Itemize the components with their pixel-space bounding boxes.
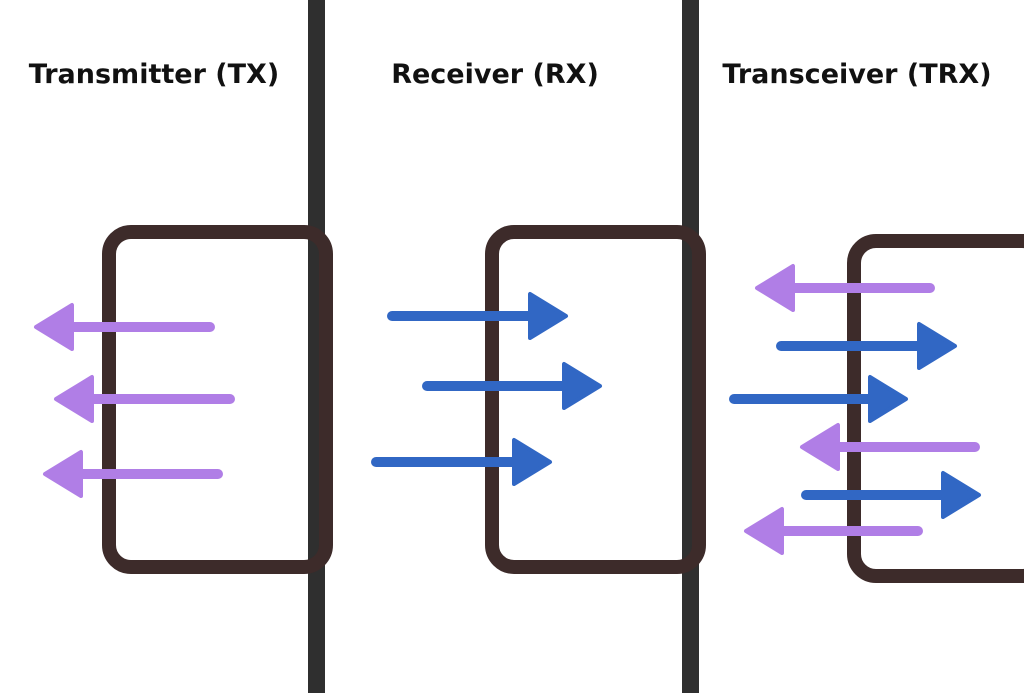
panel-title-transceiver: Transceiver (TRX) xyxy=(722,59,991,90)
arrow-right-icon xyxy=(422,362,602,410)
arrow-right-icon xyxy=(801,471,981,519)
arrow-left-icon xyxy=(54,375,235,423)
panel-title-receiver: Receiver (RX) xyxy=(391,59,599,90)
transmitter-arrows xyxy=(34,303,235,498)
arrow-right-icon xyxy=(776,322,957,370)
arrow-right-icon xyxy=(729,375,908,423)
arrow-left-icon xyxy=(43,450,223,498)
arrow-left-icon xyxy=(34,303,215,351)
panel-title-transmitter: Transmitter (TX) xyxy=(29,59,279,90)
arrow-left-icon xyxy=(755,264,935,312)
arrow-right-icon xyxy=(387,292,568,340)
arrow-left-icon xyxy=(744,507,923,555)
transceiver-device-box xyxy=(847,234,1024,583)
transceiver-arrows xyxy=(729,264,981,555)
arrow-left-icon xyxy=(800,423,980,471)
receiver-arrows xyxy=(371,292,602,486)
arrow-right-icon xyxy=(371,438,552,486)
receiver-device-box xyxy=(485,225,706,574)
